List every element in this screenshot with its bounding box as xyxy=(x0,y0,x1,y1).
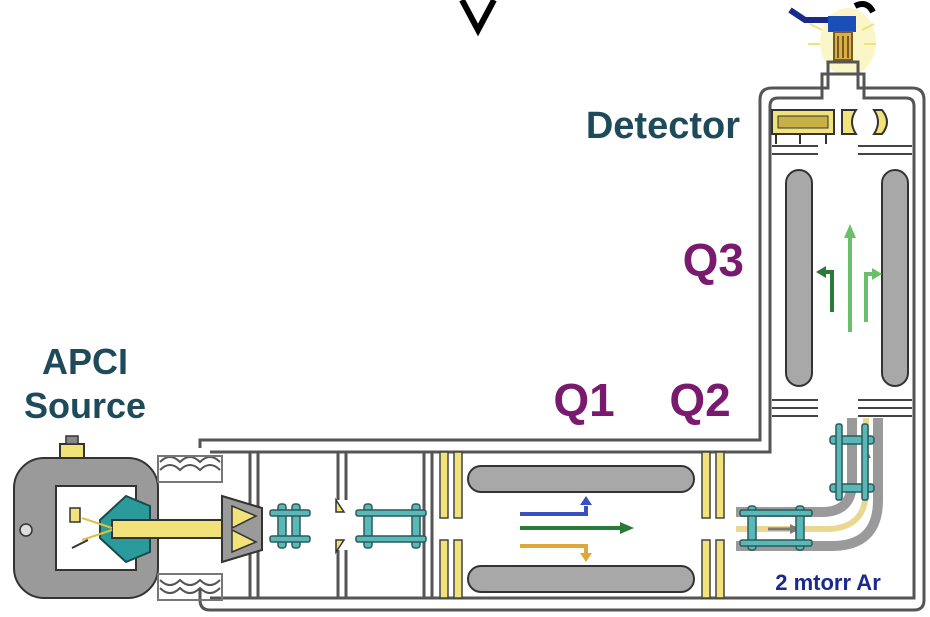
detector-lamp xyxy=(788,7,876,76)
q2-label: Q2 xyxy=(669,374,730,426)
detector-label: Detector xyxy=(586,105,740,147)
gas-pressure-label: 2 mtorr Ar xyxy=(775,570,881,595)
ion-guide-lenses xyxy=(269,423,875,551)
q3-label: Q3 xyxy=(683,234,744,286)
q1-label: Q1 xyxy=(553,374,614,426)
q1-rods xyxy=(467,465,695,593)
cropped-top-text xyxy=(459,0,876,37)
source-label-line1: APCI xyxy=(42,341,128,382)
q1-ion-arrows xyxy=(520,496,634,562)
detector-assembly xyxy=(771,109,888,144)
apci-source xyxy=(13,435,233,599)
q1-entrance-lenses xyxy=(439,451,725,599)
source-label-line2: Source xyxy=(24,385,146,426)
q3-ion-arrows xyxy=(816,224,882,332)
q3-entrance-lenses xyxy=(772,145,912,417)
skimmer-cone xyxy=(335,497,346,555)
housing-outline xyxy=(198,60,926,612)
q3-rods xyxy=(785,169,909,387)
bellows xyxy=(157,455,223,601)
inlet-orifice xyxy=(221,494,263,564)
